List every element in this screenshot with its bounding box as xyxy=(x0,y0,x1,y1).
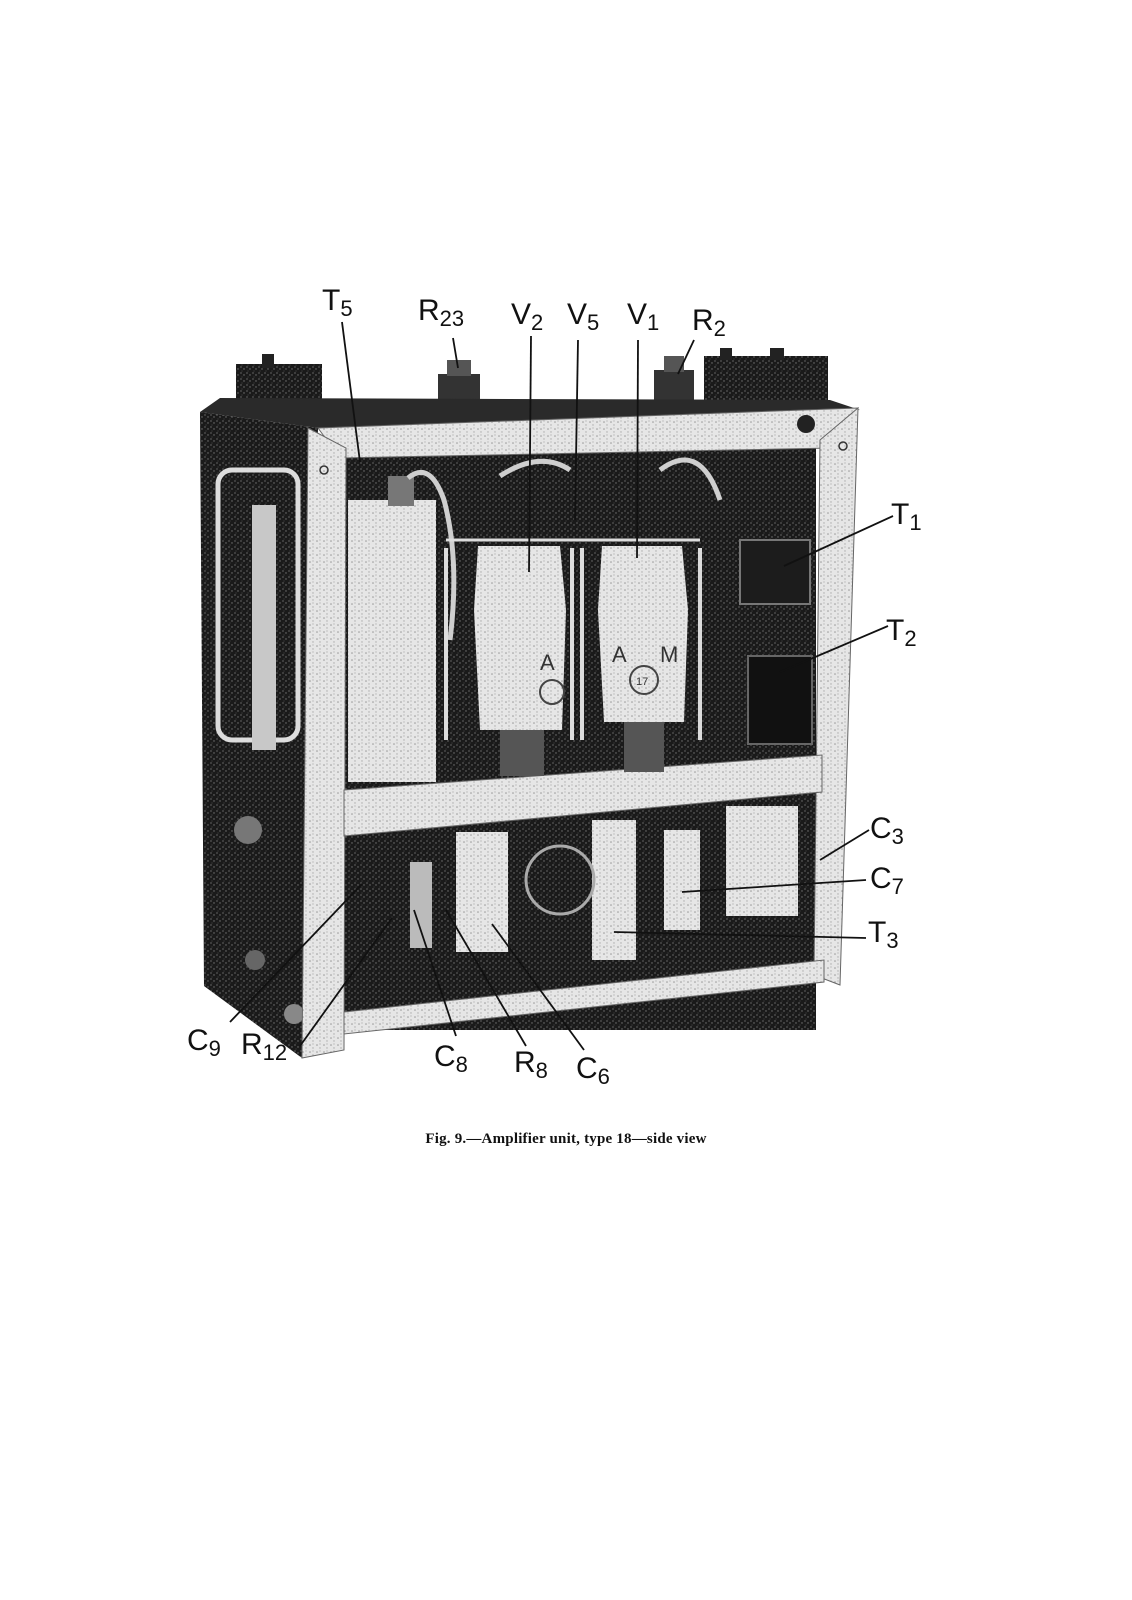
transformer-t5 xyxy=(348,476,436,782)
figure-caption: Fig. 9.—Amplifier unit, type 18—side vie… xyxy=(425,1131,707,1147)
label-t3: T3 xyxy=(868,916,899,953)
label-t5: T5 xyxy=(322,284,353,321)
label-v1: V1 xyxy=(627,298,660,335)
tube-v2: A xyxy=(474,546,566,776)
label-c8: C8 xyxy=(434,1040,468,1077)
tube-marking-v1-m: M xyxy=(660,642,678,667)
front-frame xyxy=(301,406,859,1059)
lower-components xyxy=(410,806,798,960)
label-t1: T1 xyxy=(891,498,922,535)
label-r8: R8 xyxy=(514,1046,548,1083)
leader-lines xyxy=(229,321,894,1051)
top-components xyxy=(236,348,828,412)
label-r2: R2 xyxy=(692,304,726,341)
label-c3: C3 xyxy=(870,812,904,849)
label-r23: R23 xyxy=(418,294,465,331)
label-c6: C6 xyxy=(576,1052,610,1089)
label-c9: C9 xyxy=(187,1024,221,1061)
left-side-panel xyxy=(200,412,318,1058)
label-t2: T2 xyxy=(886,614,917,651)
label-c7: C7 xyxy=(870,862,904,899)
tube-marking-v2: A xyxy=(540,650,555,675)
label-r12: R12 xyxy=(241,1028,288,1065)
tube-marking-v1-a: A xyxy=(612,642,627,667)
transformer-t2 xyxy=(747,655,813,745)
label-v2: V2 xyxy=(511,298,544,335)
tube-retainers xyxy=(444,538,702,740)
label-v5: V5 xyxy=(567,298,600,335)
transformer-t1 xyxy=(739,539,811,605)
tube-marking-v1-17: 17 xyxy=(636,676,648,688)
wiring xyxy=(406,457,723,641)
tube-v1: A M 17 xyxy=(598,546,688,772)
